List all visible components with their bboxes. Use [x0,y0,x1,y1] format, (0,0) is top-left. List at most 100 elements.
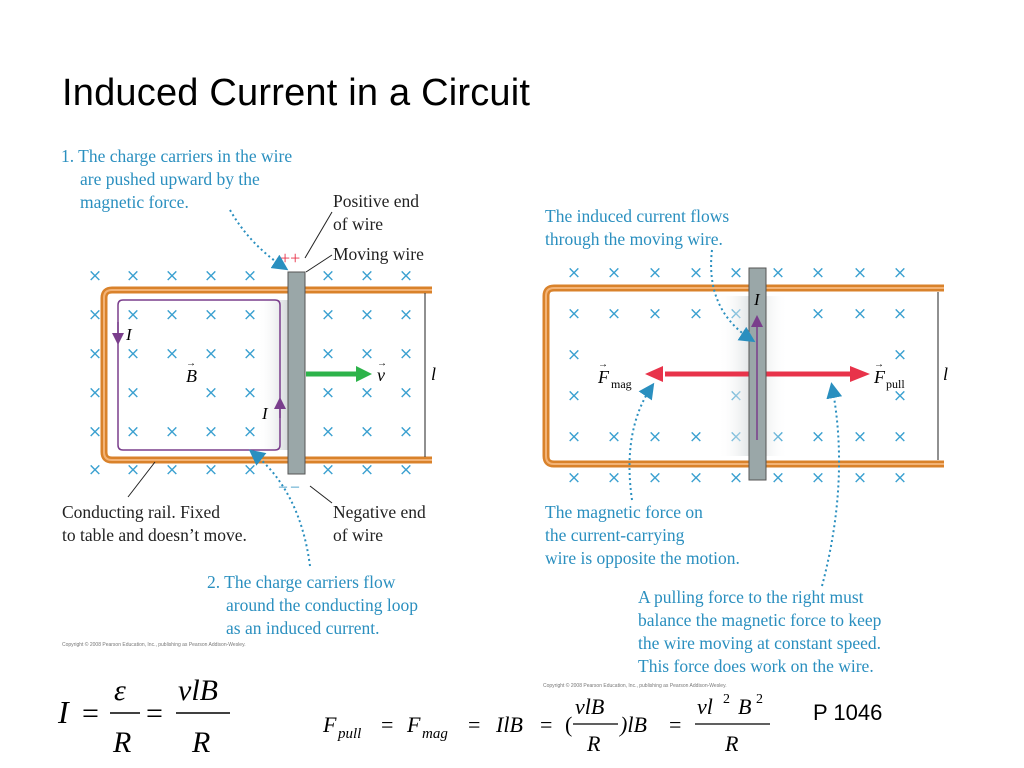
field-x-mark: × [360,305,374,325]
field-x-mark: × [648,427,662,447]
induced-current-label: The induced current flows through the mo… [545,206,734,249]
left-copyright: Copyright © 2008 Pearson Education, Inc.… [62,641,246,648]
field-x-mark: × [126,266,140,286]
field-x-mark: × [689,263,703,283]
field-x-mark: × [811,304,825,324]
eq2-exp-2: 2 [756,692,763,707]
left-current-label-2: I [261,404,269,423]
rail-leader [127,461,156,498]
field-x-mark: × [243,383,257,403]
field-x-mark: × [567,427,581,447]
right-length-symbol: l [943,364,948,384]
slide-title: Induced Current in a Circuit [62,72,531,114]
field-x-mark: × [126,305,140,325]
field-x-mark: × [243,422,257,442]
eq2-frac-num: vlB [575,694,604,719]
field-x-mark: × [126,422,140,442]
field-x-mark: × [853,263,867,283]
caption-2-pointer [248,449,311,567]
plus-charges: ++ [280,248,300,268]
field-symbol: B [186,366,197,386]
eq2-fmag: F [406,712,421,737]
field-x-mark: × [88,305,102,325]
field-x-mark: × [567,468,581,488]
eq2-fpull: F [322,712,337,737]
field-x-mark: × [567,304,581,324]
field-x-mark: × [607,304,621,324]
eq2-frac-den: R [586,731,601,756]
field-x-mark: × [729,263,743,283]
field-x-mark: × [165,422,179,442]
left-current-label-1: I [125,325,133,344]
left-figure: ××××××××××××××××××××××××××××××××××××××××… [61,146,436,648]
left-wire-shadow [258,300,288,450]
positive-end-label: Positive end of wire [333,191,423,234]
field-x-mark: × [648,263,662,283]
field-x-mark: × [165,460,179,480]
eq1-lhs: I [57,694,70,730]
right-field-x-marks: ×××××××××××××××××××××××××××××××××××××××× [567,263,907,488]
fpull-vector-arrow: → [874,359,884,370]
field-x-mark: × [165,266,179,286]
field-x-mark: × [88,422,102,442]
eq1-equals-1: = [82,697,99,730]
field-x-mark: × [165,305,179,325]
equation-2: F pull = F mag = IlB = ( vlB R )lB = vl … [322,692,770,756]
fpull-subscript: pull [886,377,905,391]
velocity-symbol: v [377,365,385,385]
field-x-mark: × [360,344,374,364]
field-x-mark: × [567,345,581,365]
field-x-mark: × [607,427,621,447]
field-x-mark: × [88,266,102,286]
field-x-mark: × [893,304,907,324]
eq2-open-paren: ( [565,712,572,737]
field-x-mark: × [321,422,335,442]
field-x-mark: × [321,460,335,480]
field-x-mark: × [893,345,907,365]
field-x-mark: × [88,383,102,403]
field-x-mark: × [689,427,703,447]
field-x-mark: × [607,263,621,283]
eq2-tail: )lB [618,712,647,737]
page-reference: P 1046 [813,700,883,725]
field-x-mark: × [567,386,581,406]
field-x-mark: × [204,383,218,403]
eq1-equals-2: = [146,697,163,730]
eq2-ilb: IlB [495,712,523,737]
field-x-mark: × [399,266,413,286]
field-x-mark: × [689,468,703,488]
velocity-vector-arrow: → [377,358,387,369]
left-moving-wire [287,271,306,475]
eq1-num-2: vlB [178,674,218,707]
equation-1: I = ε R = vlB R [57,674,230,759]
field-x-mark: × [360,383,374,403]
eq2-res-num-b: B [738,694,751,719]
field-vector-arrow: → [186,358,196,369]
eq1-den-1: R [112,726,131,759]
caption-2: 2. The charge carriers flow around the c… [207,572,422,638]
right-current-label: I [753,290,761,309]
negative-end-label: Negative end of wire [333,502,430,545]
negative-end-leader [309,485,333,504]
field-x-mark: × [204,266,218,286]
field-x-mark: × [648,468,662,488]
field-x-mark: × [360,266,374,286]
field-x-mark: × [204,305,218,325]
field-x-mark: × [607,468,621,488]
velocity-arrowhead [356,366,372,382]
field-x-mark: × [204,344,218,364]
field-x-mark: × [893,427,907,447]
fpull-arrowhead [850,366,870,382]
field-x-mark: × [321,383,335,403]
eq2-res-den: R [724,731,739,756]
eq1-den-2: R [191,726,210,759]
fmag-arrowhead [645,366,663,382]
field-x-mark: × [204,460,218,480]
moving-wire-label: Moving wire [333,244,424,264]
eq2-mag-sub: mag [422,726,448,742]
pulling-force-label: A pulling force to the right must balanc… [638,587,886,676]
field-x-mark: × [811,427,825,447]
right-figure: ××××××××××××××××××××××××××××××××××××××××… [542,206,948,689]
field-x-mark: × [689,304,703,324]
left-current-loop [117,299,281,451]
